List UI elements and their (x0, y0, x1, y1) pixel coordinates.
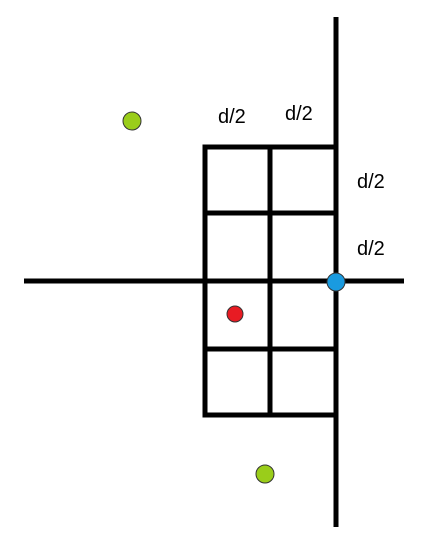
label-right-lower: d/2 (357, 238, 385, 260)
label-right-upper: d/2 (357, 171, 385, 193)
label-top-left: d/2 (218, 106, 246, 128)
cell-grid (202, 144, 339, 418)
green-point-bottom (255, 464, 275, 484)
label-top-right: d/2 (285, 103, 313, 125)
blue-point (326, 272, 346, 292)
green-point-top (122, 111, 142, 131)
red-point (226, 305, 244, 323)
